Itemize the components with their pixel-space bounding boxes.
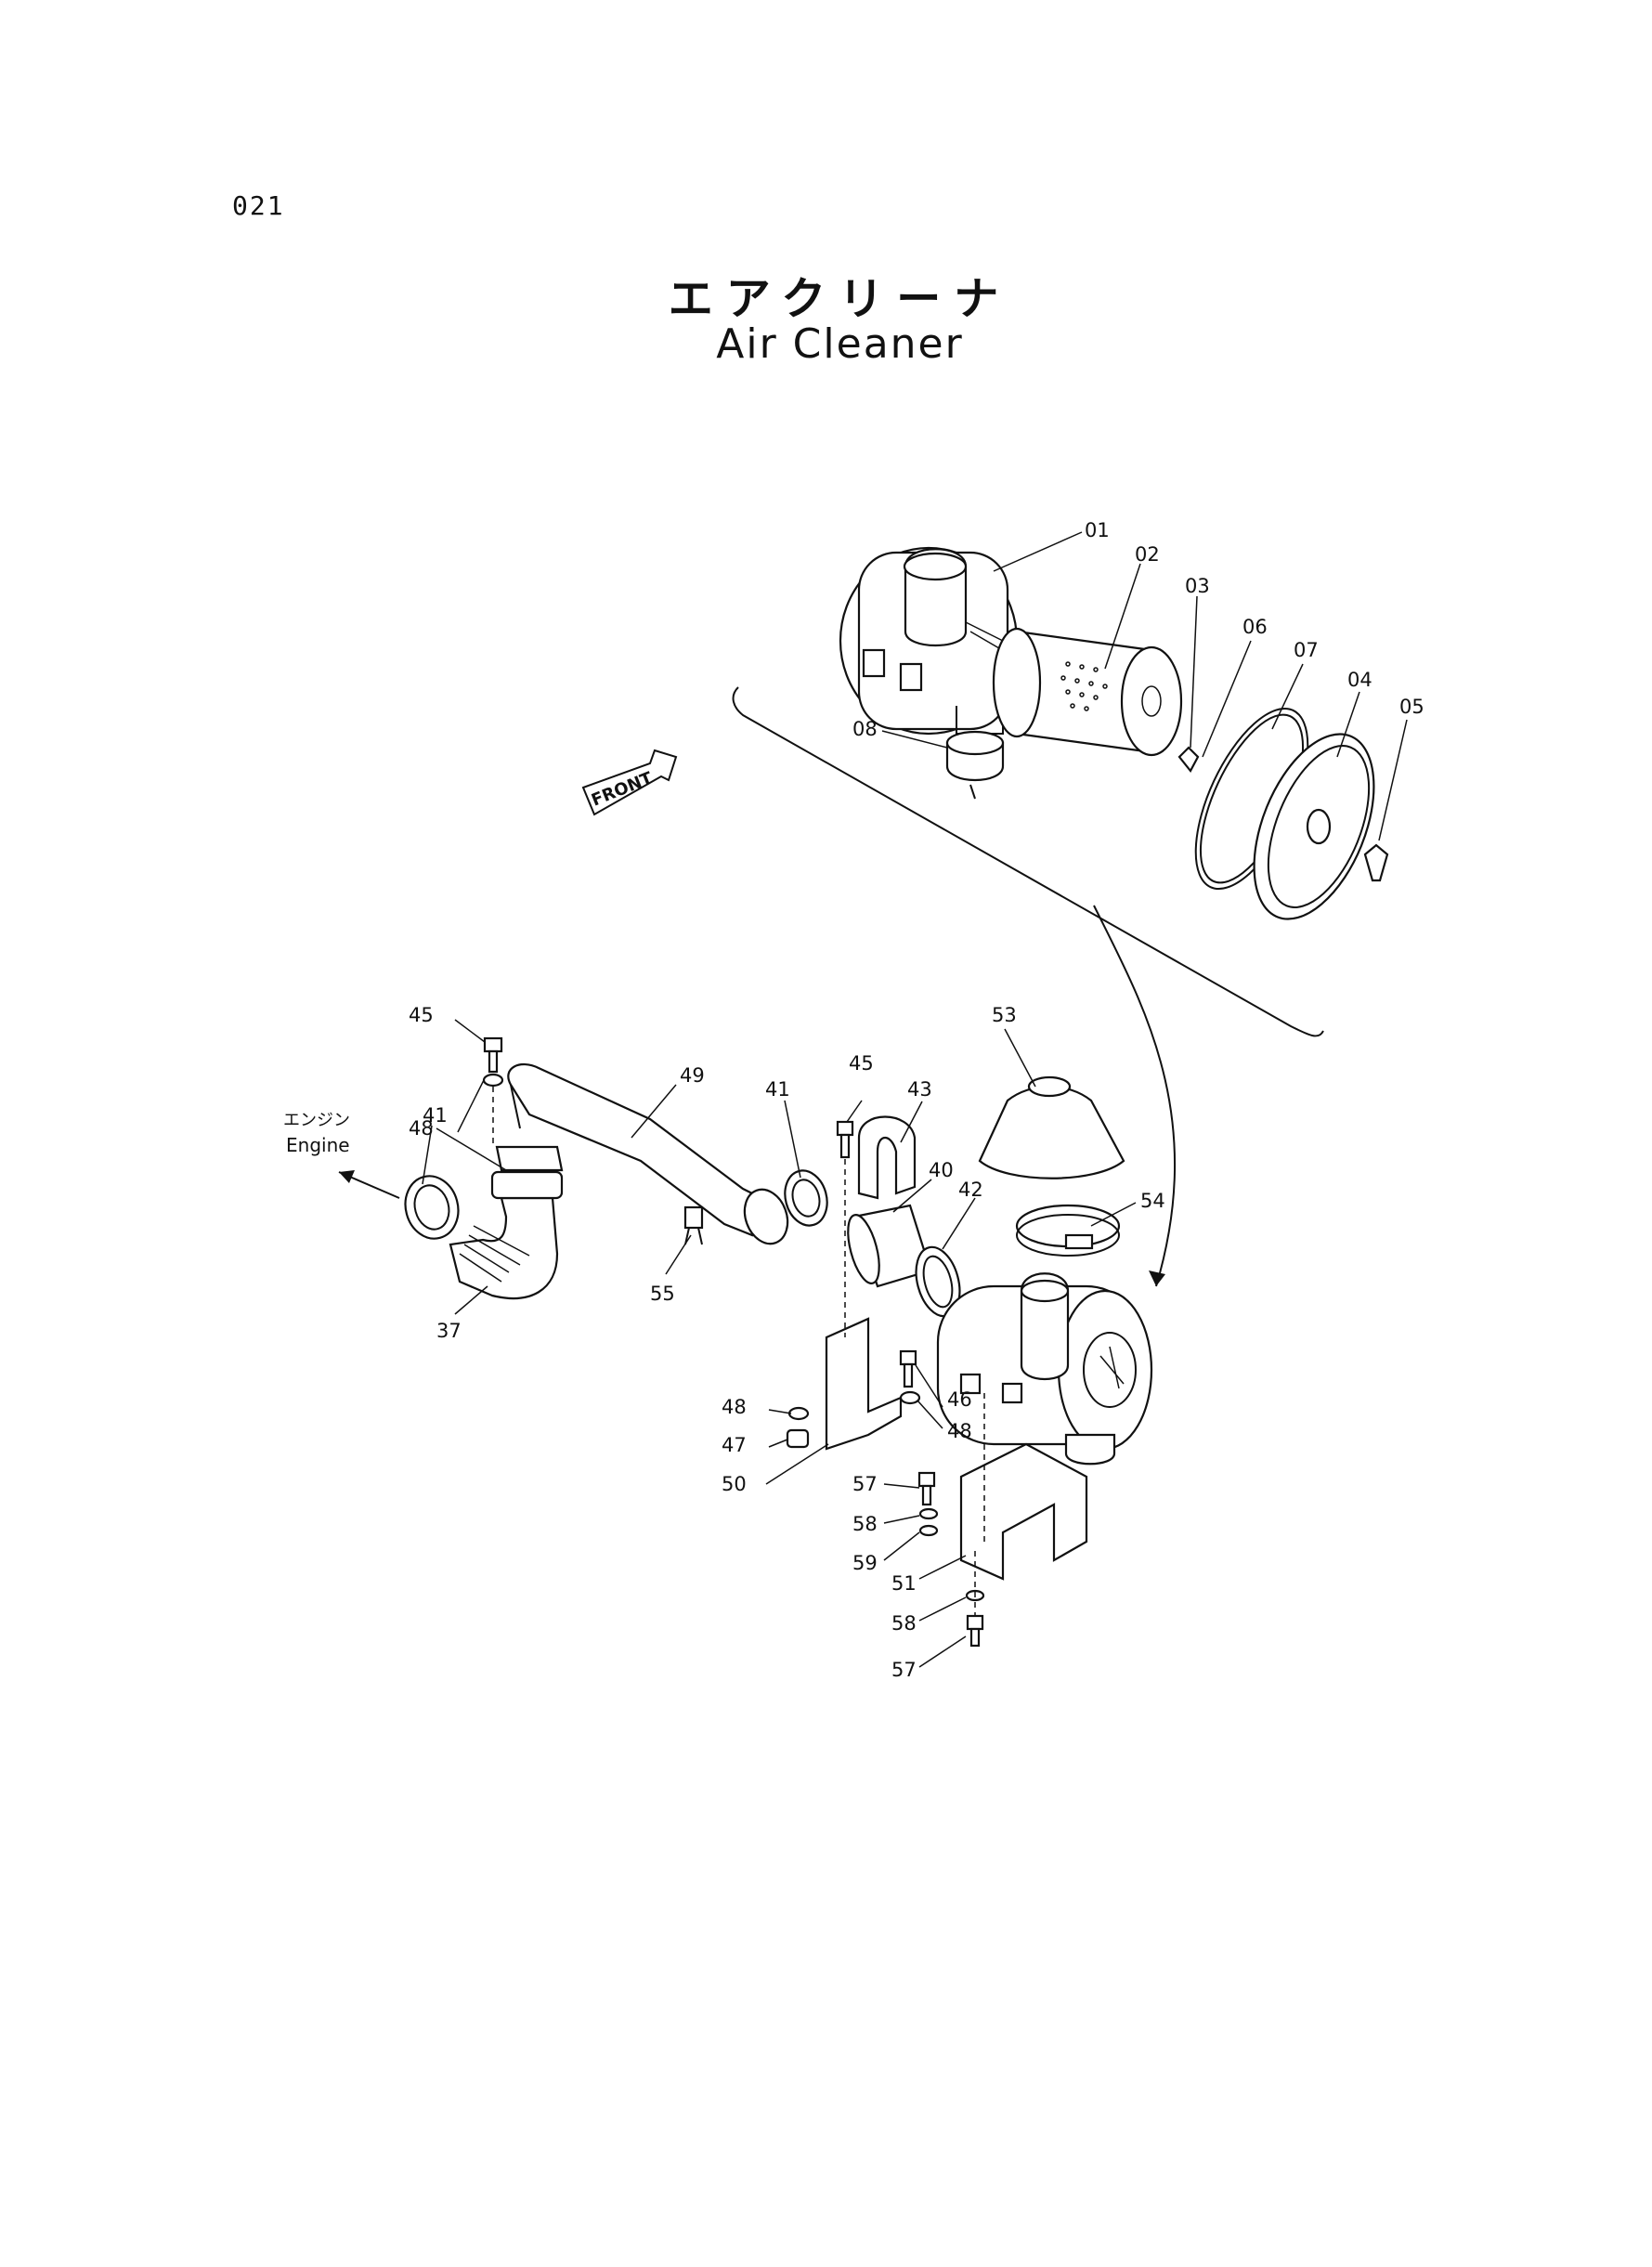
detail-pointer-arrow bbox=[1149, 1270, 1165, 1286]
front-arrow: FRONT bbox=[581, 749, 678, 816]
callout-06: 06 bbox=[1242, 616, 1268, 638]
washer-59 bbox=[918, 1524, 939, 1537]
front-label: FRONT bbox=[589, 768, 656, 811]
callout-50: 50 bbox=[722, 1473, 747, 1495]
callout-47: 47 bbox=[722, 1434, 747, 1456]
detail-pointer-curve bbox=[1093, 905, 1177, 1287]
callout-48-right: 48 bbox=[947, 1420, 972, 1442]
engine-arrow-head bbox=[339, 1170, 355, 1183]
callout-04: 04 bbox=[1347, 669, 1372, 691]
callout-55: 55 bbox=[650, 1283, 675, 1305]
callout-02: 02 bbox=[1135, 543, 1160, 566]
callout-45-top: 45 bbox=[409, 1004, 434, 1026]
callout-05: 05 bbox=[1399, 696, 1424, 718]
top-leaders bbox=[881, 531, 1408, 841]
dust-valve bbox=[945, 730, 1005, 800]
hose-clamp-41-left bbox=[404, 1175, 460, 1240]
elbow-flange bbox=[495, 1145, 564, 1172]
callout-41-right: 41 bbox=[765, 1078, 790, 1101]
title-japanese: エアクリーナ bbox=[668, 273, 1012, 325]
callout-41-left: 41 bbox=[423, 1104, 448, 1127]
bolt-45-top bbox=[483, 1036, 503, 1074]
bolt-46 bbox=[899, 1349, 917, 1388]
callout-01: 01 bbox=[1085, 519, 1110, 541]
callout-58-lower: 58 bbox=[891, 1612, 917, 1635]
washer-48-top bbox=[482, 1073, 504, 1088]
engine-label-en: Engine bbox=[286, 1134, 350, 1156]
engine-label-jp: エンジン bbox=[283, 1111, 350, 1130]
callout-54: 54 bbox=[1140, 1190, 1165, 1212]
elbow-hose bbox=[449, 1170, 564, 1300]
bracket-51 bbox=[959, 1442, 1088, 1581]
callout-57-lower: 57 bbox=[891, 1659, 917, 1681]
bolt-57-upper bbox=[917, 1471, 936, 1506]
page-number: 021 bbox=[232, 190, 285, 221]
callout-57-upper: 57 bbox=[852, 1473, 878, 1495]
callout-53: 53 bbox=[992, 1004, 1017, 1026]
saddle-43 bbox=[857, 1115, 917, 1200]
nut-47 bbox=[786, 1428, 810, 1449]
callout-43: 43 bbox=[907, 1078, 932, 1101]
band-clamp-54 bbox=[1015, 1204, 1121, 1257]
callout-45-mid: 45 bbox=[849, 1052, 874, 1075]
bolt-57-lower bbox=[966, 1614, 984, 1648]
washer-58-upper bbox=[918, 1507, 939, 1520]
callout-40: 40 bbox=[929, 1159, 954, 1181]
filter-element-outer bbox=[992, 627, 1183, 757]
washer-48-mid-right bbox=[899, 1390, 921, 1405]
callout-51: 51 bbox=[891, 1572, 917, 1595]
assembly-lines bbox=[492, 1087, 985, 1616]
callout-07: 07 bbox=[1294, 639, 1319, 661]
rain-cap-53 bbox=[978, 1075, 1125, 1179]
intake-pipe bbox=[507, 1063, 789, 1245]
bracket-50 bbox=[825, 1317, 903, 1451]
wing-nut bbox=[1177, 746, 1200, 773]
callout-37: 37 bbox=[436, 1320, 462, 1342]
cover-wing-nut bbox=[1363, 843, 1389, 882]
air-cleaner-housing-top bbox=[839, 546, 1022, 736]
bolt-45-mid bbox=[836, 1120, 854, 1159]
air-cleaner-housing-lower bbox=[936, 1272, 1153, 1466]
callout-49: 49 bbox=[680, 1064, 705, 1087]
callout-58-upper: 58 bbox=[852, 1513, 878, 1535]
detail-boundary bbox=[732, 686, 1324, 1037]
lower-leaders bbox=[422, 1019, 1137, 1668]
callout-08: 08 bbox=[852, 718, 878, 740]
washer-48-mid-left bbox=[787, 1406, 810, 1421]
cover-plate bbox=[1253, 733, 1375, 920]
title-english: Air Cleaner bbox=[716, 320, 964, 368]
callout-46: 46 bbox=[947, 1388, 972, 1411]
callout-42: 42 bbox=[958, 1179, 983, 1201]
callout-48-top: 48 bbox=[409, 1117, 434, 1140]
callout-48-left: 48 bbox=[722, 1396, 747, 1418]
sensor-55 bbox=[683, 1205, 704, 1245]
callout-03: 03 bbox=[1185, 575, 1210, 597]
callout-59: 59 bbox=[852, 1552, 878, 1574]
